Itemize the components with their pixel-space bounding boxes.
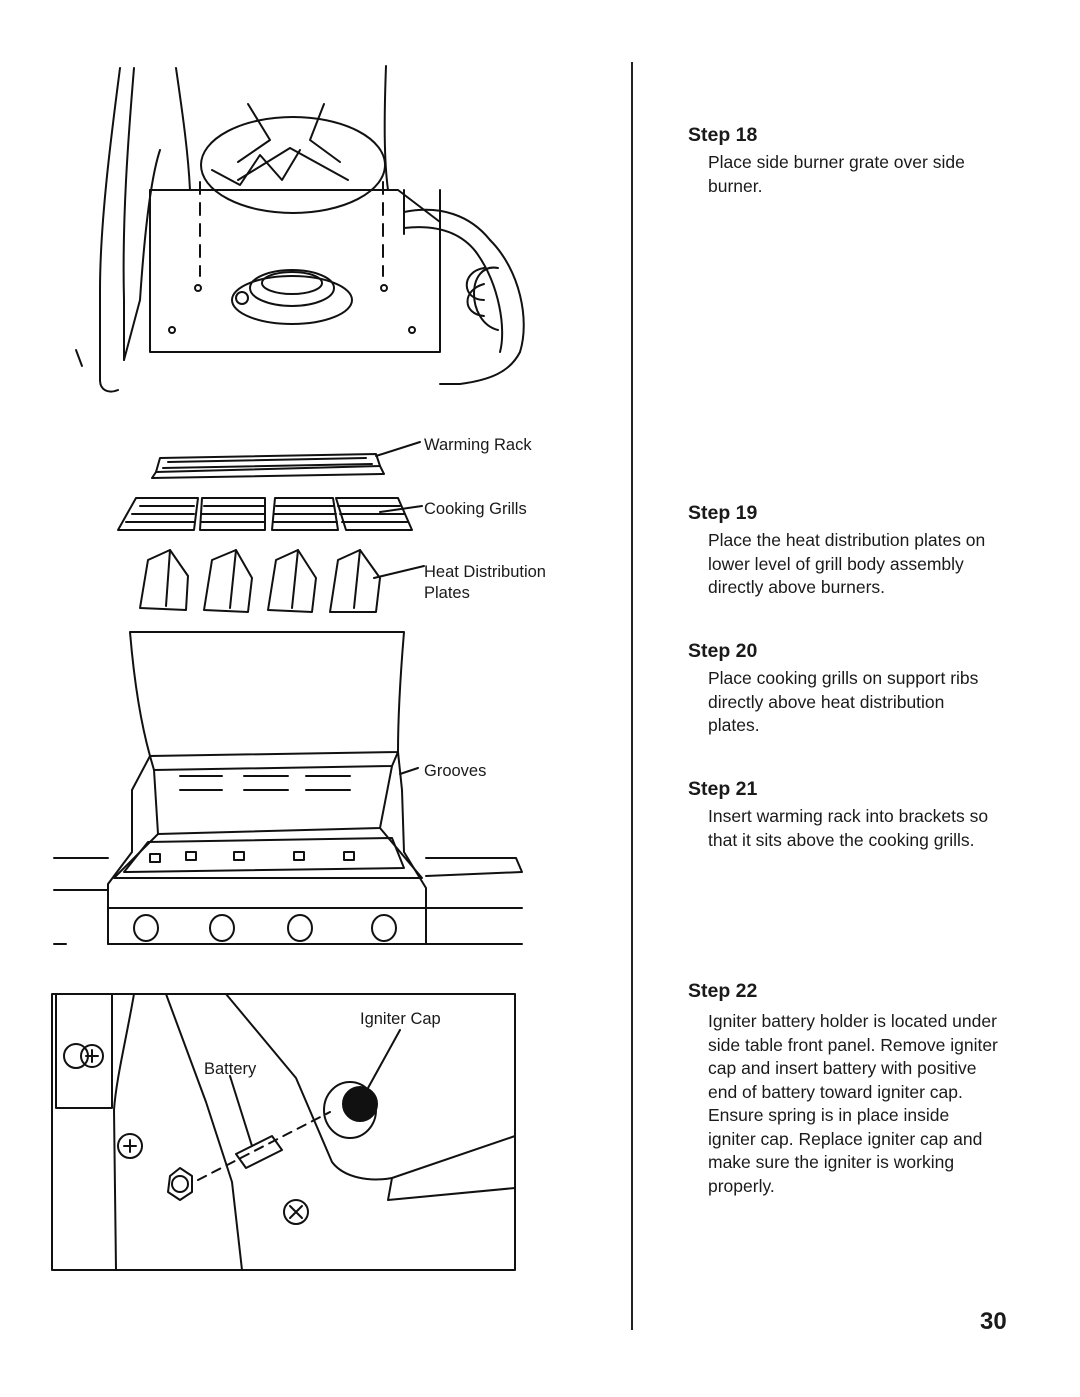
grooves-label: Grooves [424, 762, 487, 780]
step-18-title: Step 18 [688, 124, 758, 146]
grill-body-drawing [53, 631, 523, 945]
warming-rack-drawing [151, 441, 421, 479]
heat-distribution-plates-label: Heat Distribution Plates [424, 563, 546, 602]
igniter-inset-drawing [51, 993, 516, 1271]
heat-distribution-plates-drawing [139, 549, 425, 613]
battery-label: Battery [204, 1060, 257, 1078]
step-21-title: Step 21 [688, 778, 758, 800]
side-burner-drawing [75, 65, 525, 393]
assembly-illustrations [51, 65, 525, 1271]
step-19-title: Step 19 [688, 502, 758, 524]
page-number: 30 [980, 1308, 1007, 1335]
step-19-text: Place the heat distribution plates on lo… [708, 530, 986, 597]
igniter-cap-label: Igniter Cap [360, 1010, 441, 1028]
step-22-title: Step 22 [688, 980, 758, 1002]
column-divider [631, 62, 633, 1330]
step-20-text: Place cooking grills on support ribs dir… [708, 668, 979, 735]
step-22-text: Igniter battery holder is located under … [708, 1011, 998, 1196]
step-18-text: Place side burner grate over side burner… [708, 152, 965, 196]
step-21-text: Insert warming rack into brackets so tha… [708, 806, 989, 850]
cooking-grills-label: Cooking Grills [424, 500, 527, 518]
cooking-grills-drawing [117, 497, 423, 531]
warming-rack-label: Warming Rack [424, 436, 532, 454]
step-20-title: Step 20 [688, 640, 758, 662]
